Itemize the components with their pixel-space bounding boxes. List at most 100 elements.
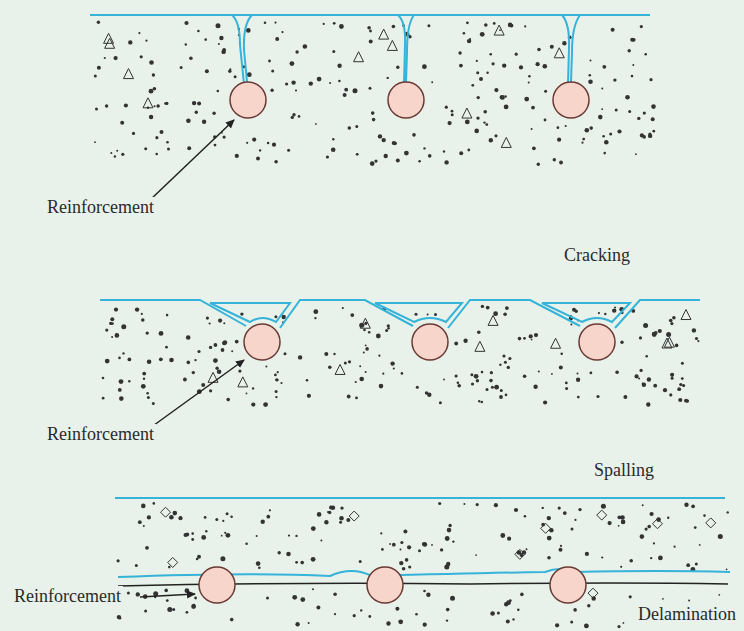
aggregate-dot <box>601 87 603 89</box>
aggregate-dot <box>486 306 490 310</box>
aggregate-dot <box>609 133 612 136</box>
aggregate-dot <box>303 44 308 49</box>
aggregate-dot <box>256 157 260 161</box>
aggregate-dot <box>340 506 343 509</box>
aggregate-dot <box>339 24 344 29</box>
aggregate-stone <box>143 98 153 108</box>
aggregate-dot <box>186 119 191 124</box>
aggregate-dot <box>451 113 454 116</box>
aggregate-stone <box>123 69 133 79</box>
aggregate-dot <box>649 78 652 81</box>
aggregate-dot <box>122 352 124 354</box>
aggregate-dot <box>718 534 723 539</box>
aggregate-dot <box>628 110 631 113</box>
aggregate-dot <box>329 82 331 84</box>
aggregate-dot <box>261 520 265 524</box>
aggregate-dot <box>577 396 580 399</box>
aggregate-dot <box>192 101 196 105</box>
aggregate-dot <box>121 153 124 156</box>
aggregate-dot <box>346 518 350 522</box>
aggregate-dot <box>681 377 684 380</box>
aggregate-dot <box>570 324 572 326</box>
aggregate-dot <box>446 608 450 612</box>
aggregate-dot <box>378 355 380 357</box>
aggregate-dot <box>603 152 606 155</box>
aggregate-dot <box>431 544 433 546</box>
aggregate-dot <box>329 505 333 509</box>
aggregate-dot <box>222 48 226 52</box>
aggregate-dot <box>132 132 135 135</box>
aggregate-dot <box>218 319 222 323</box>
aggregate-dot <box>612 308 616 312</box>
aggregate-dot <box>145 546 149 550</box>
aggregate-dot <box>543 400 547 404</box>
aggregate-dot <box>448 121 452 125</box>
aggregate-dot <box>324 352 328 356</box>
aggregate-dot <box>694 526 697 529</box>
aggregate-stone <box>652 519 662 529</box>
aggregate-dot <box>459 64 463 68</box>
aggregate-dot <box>489 379 493 383</box>
aggregate-dot <box>155 153 158 156</box>
aggregate-dot <box>504 361 507 364</box>
aggregate-dot <box>684 399 688 403</box>
aggregate-dot <box>672 316 676 320</box>
aggregate-dot <box>653 542 655 544</box>
aggregate-dot <box>363 352 365 354</box>
aggregate-dot <box>205 530 207 532</box>
aggregate-dot <box>601 108 603 110</box>
aggregate-dot <box>115 333 120 338</box>
aggregate-dot <box>246 393 248 395</box>
aggregate-stone <box>238 377 248 387</box>
aggregate-dot <box>142 372 146 376</box>
panel-caption: Spalling <box>592 460 656 481</box>
aggregate-dot <box>274 374 277 377</box>
aggregate-dot <box>470 373 473 376</box>
aggregate-dot <box>726 568 728 570</box>
aggregate-dot <box>328 511 331 514</box>
aggregate-dot <box>144 147 147 150</box>
aggregate-dot <box>223 340 227 344</box>
aggregate-dot <box>114 308 118 312</box>
aggregate-dot <box>403 530 407 534</box>
aggregate-dot <box>427 24 430 27</box>
aggregate-dot <box>221 348 225 352</box>
aggregate-dot <box>135 564 138 567</box>
aggregate-dot <box>537 48 541 52</box>
aggregate-dot <box>209 322 211 324</box>
aggregate-dot <box>524 515 527 518</box>
aggregate-dot <box>551 373 553 375</box>
aggregate-dot <box>506 620 510 624</box>
aggregate-dot <box>288 535 290 537</box>
aggregate-dot <box>502 63 506 67</box>
aggregate-dot <box>94 74 97 77</box>
aggregate-dot <box>431 81 433 83</box>
aggregate-dot <box>505 394 508 397</box>
aggregate-dot <box>331 148 336 153</box>
aggregate-dot <box>620 566 622 568</box>
aggregate-dot <box>186 611 189 614</box>
aggregate-dot <box>604 313 606 315</box>
aggregate-dot <box>256 535 258 537</box>
aggregate-dot <box>214 144 217 147</box>
aggregate-dot <box>640 133 644 137</box>
aggregate-dot <box>323 23 325 25</box>
aggregate-dot <box>275 378 278 381</box>
aggregate-dot <box>528 82 530 84</box>
aggregate-dot <box>562 41 566 45</box>
aggregate-dot <box>102 397 105 400</box>
aggregate-dot <box>218 43 220 45</box>
aggregate-dot <box>230 515 233 518</box>
aggregate-dot <box>185 588 190 593</box>
aggregate-dot <box>585 552 589 556</box>
aggregate-dot <box>499 29 501 31</box>
aggregate-dot <box>166 314 169 317</box>
aggregate-stone <box>360 318 370 328</box>
aggregate-dot <box>97 66 101 70</box>
aggregate-dot <box>368 331 371 334</box>
aggregate-dot <box>143 378 145 380</box>
aggregate-dot <box>382 373 384 375</box>
aggregate-dot <box>465 120 470 125</box>
aggregate-dot <box>400 549 402 551</box>
aggregate-dot <box>202 120 206 124</box>
